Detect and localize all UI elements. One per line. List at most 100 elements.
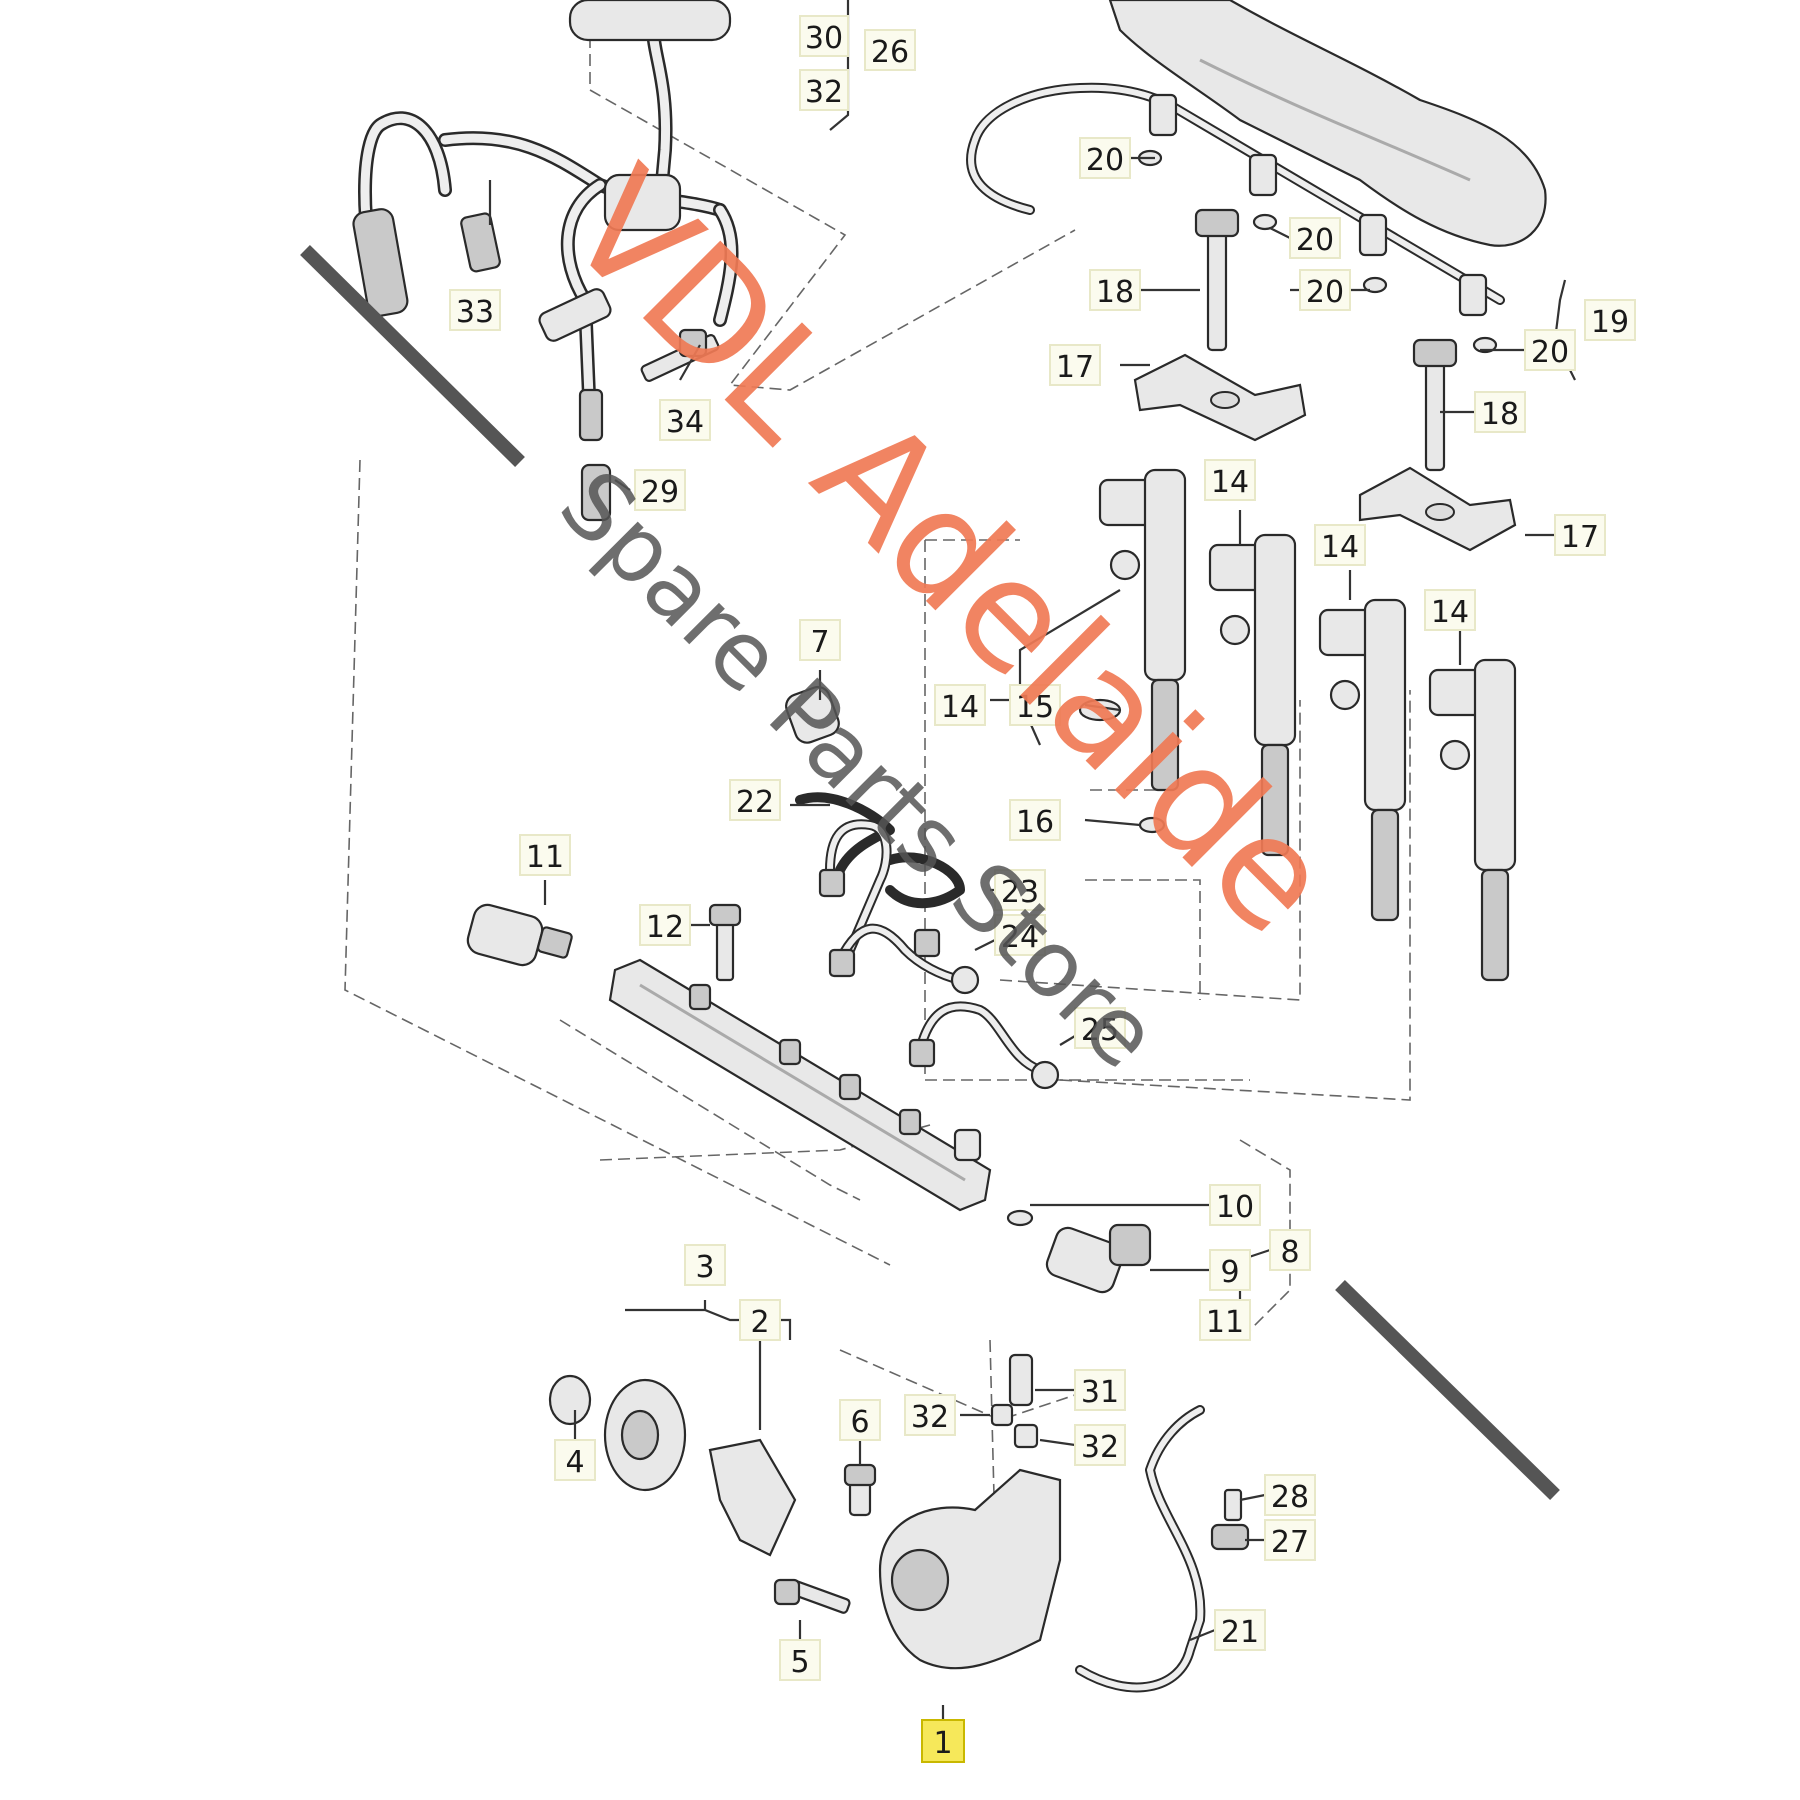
callout-34: 34 (659, 399, 711, 441)
svg-text:14: 14 (1321, 530, 1359, 565)
svg-text:5: 5 (790, 1645, 809, 1680)
callout-17a: 17 (1049, 344, 1101, 386)
return-hose-assembly (352, 0, 739, 522)
callout-10: 10 (1209, 1184, 1261, 1226)
callout-18b: 18 (1474, 391, 1526, 433)
svg-text:2: 2 (750, 1305, 769, 1340)
callout-17b: 17 (1554, 514, 1606, 556)
svg-text:32: 32 (911, 1400, 949, 1435)
svg-text:33: 33 (456, 295, 494, 330)
svg-text:11: 11 (1206, 1305, 1244, 1340)
callout-20c: 20 (1299, 269, 1351, 311)
callout-29: 29 (634, 469, 686, 511)
callout-16: 16 (1009, 799, 1061, 841)
svg-text:20: 20 (1086, 143, 1124, 178)
leader-lines (488, 0, 1580, 1720)
callout-7: 7 (799, 619, 841, 661)
callout-labels: 30 26 32 20 20 20 20 19 18 18 17 17 33 3… (449, 15, 1636, 1763)
svg-text:20: 20 (1296, 223, 1334, 258)
svg-text:8: 8 (1280, 1235, 1299, 1270)
callout-8: 8 (1269, 1229, 1311, 1271)
svg-text:9: 9 (1220, 1255, 1239, 1290)
svg-text:10: 10 (1216, 1190, 1254, 1225)
watermark-bar-left (300, 245, 525, 467)
callout-26: 26 (864, 29, 916, 71)
svg-text:17: 17 (1056, 350, 1094, 385)
svg-text:29: 29 (641, 475, 679, 510)
svg-text:6: 6 (850, 1405, 869, 1440)
callout-30: 30 (799, 15, 849, 57)
callout-20d: 20 (1524, 329, 1576, 371)
svg-text:14: 14 (941, 690, 979, 725)
svg-text:20: 20 (1531, 335, 1569, 370)
pressure-sensor-9 (1045, 1223, 1152, 1294)
svg-text:19: 19 (1591, 305, 1629, 340)
svg-text:32: 32 (805, 75, 843, 110)
callout-18a: 18 (1089, 269, 1141, 311)
leak-off-line (966, 82, 1505, 354)
engine-cover (1108, 0, 1547, 247)
svg-text:21: 21 (1221, 1615, 1259, 1650)
callout-2: 2 (739, 1299, 781, 1341)
svg-text:20: 20 (1306, 275, 1344, 310)
svg-text:18: 18 (1096, 275, 1134, 310)
injectors (1078, 468, 1517, 982)
svg-text:24: 24 (1001, 920, 1039, 955)
callout-23: 23 (994, 869, 1046, 911)
watermark-bar-right (1335, 1279, 1560, 1501)
svg-text:34: 34 (666, 405, 704, 440)
svg-text:18: 18 (1481, 397, 1519, 432)
high-pressure-pipes (818, 819, 1060, 1090)
callout-20a: 20 (1079, 137, 1131, 179)
svg-text:1: 1 (933, 1726, 952, 1761)
callout-31: 31 (1074, 1369, 1126, 1411)
callout-22: 22 (729, 779, 781, 821)
callout-12: 12 (639, 904, 691, 946)
watermark: VDL Adelaide Spare Parts Store (300, 137, 1560, 1501)
callout-3: 3 (684, 1244, 726, 1286)
svg-text:26: 26 (871, 35, 909, 70)
svg-text:25: 25 (1081, 1013, 1119, 1048)
svg-text:14: 14 (1431, 595, 1469, 630)
svg-text:16: 16 (1016, 805, 1054, 840)
svg-text:14: 14 (1211, 465, 1249, 500)
callout-15: 15 (1009, 684, 1061, 726)
injector-3 (1318, 598, 1407, 922)
callout-21: 21 (1214, 1609, 1266, 1651)
clamp-bolts (1133, 208, 1517, 552)
callout-19: 19 (1584, 299, 1636, 341)
injector-4 (1428, 658, 1517, 982)
callout-24: 24 (994, 914, 1046, 956)
svg-text:12: 12 (646, 910, 684, 945)
callout-11b: 11 (1199, 1299, 1251, 1341)
callout-27: 27 (1264, 1519, 1316, 1561)
svg-text:32: 32 (1081, 1430, 1119, 1465)
callout-6: 6 (839, 1399, 881, 1441)
hub-2 (708, 1438, 797, 1557)
svg-text:31: 31 (1081, 1375, 1119, 1410)
svg-text:17: 17 (1561, 520, 1599, 555)
svg-text:27: 27 (1271, 1525, 1309, 1560)
svg-text:4: 4 (565, 1445, 584, 1480)
callout-32c: 32 (1074, 1424, 1126, 1466)
fuel-rail (608, 958, 1152, 1294)
callout-5: 5 (779, 1639, 821, 1681)
callout-33: 33 (449, 289, 501, 331)
callout-1-highlighted: 1 (921, 1719, 965, 1763)
svg-text:15: 15 (1016, 690, 1054, 725)
assembly-guide-lines (344, 0, 1411, 1536)
callout-11a: 11 (519, 834, 571, 876)
svg-text:30: 30 (805, 21, 843, 56)
callout-25: 25 (1074, 1007, 1126, 1049)
high-pressure-pump (548, 1353, 1250, 1693)
callout-28: 28 (1264, 1474, 1316, 1516)
sprocket-3 (603, 1378, 687, 1492)
callout-14c: 14 (1424, 589, 1476, 631)
svg-text:23: 23 (1001, 875, 1039, 910)
injector-1 (1098, 468, 1187, 792)
callout-32a: 32 (799, 69, 849, 111)
callout-14b: 14 (1314, 524, 1366, 566)
svg-text:11: 11 (526, 840, 564, 875)
svg-text:3: 3 (695, 1250, 714, 1285)
